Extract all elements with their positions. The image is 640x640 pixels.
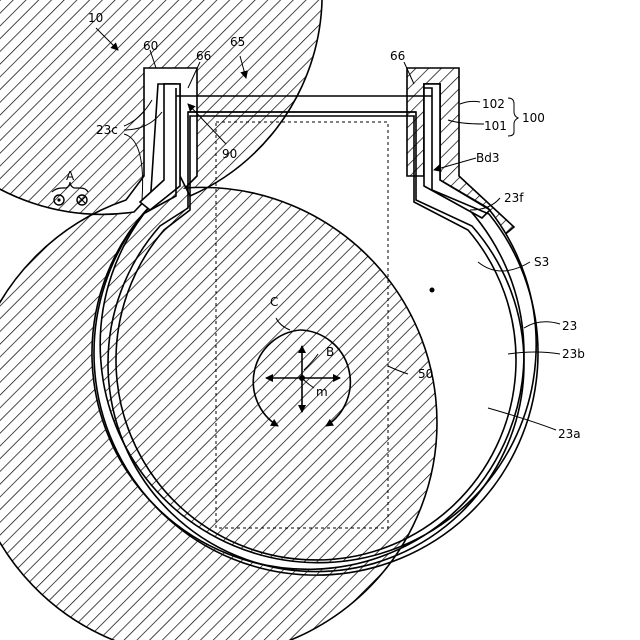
label-23b: 23b	[562, 347, 585, 361]
label-m: m	[316, 385, 328, 399]
label-b: B	[326, 345, 334, 359]
label-50: 50	[418, 367, 433, 381]
label-bd3: Bd3	[476, 151, 499, 165]
label-101: 101	[484, 119, 507, 133]
brace-100	[508, 98, 518, 136]
label-65: 65	[230, 35, 245, 49]
label-23a: 23a	[558, 427, 581, 441]
label-100: 100	[522, 111, 545, 125]
label-a: A	[66, 169, 75, 183]
label-66-left: 66	[196, 49, 211, 63]
point-s3	[430, 288, 435, 293]
label-23f: 23f	[504, 191, 524, 205]
label-23c: 23c	[96, 123, 118, 137]
label-90: 90	[222, 147, 237, 161]
label-60: 60	[143, 39, 158, 53]
label-102: 102	[482, 97, 505, 111]
label-s3: S3	[534, 255, 549, 269]
label-23: 23	[562, 319, 577, 333]
label-10: 10	[88, 11, 103, 25]
label-66-right: 66	[390, 49, 405, 63]
label-c: C	[270, 295, 278, 309]
